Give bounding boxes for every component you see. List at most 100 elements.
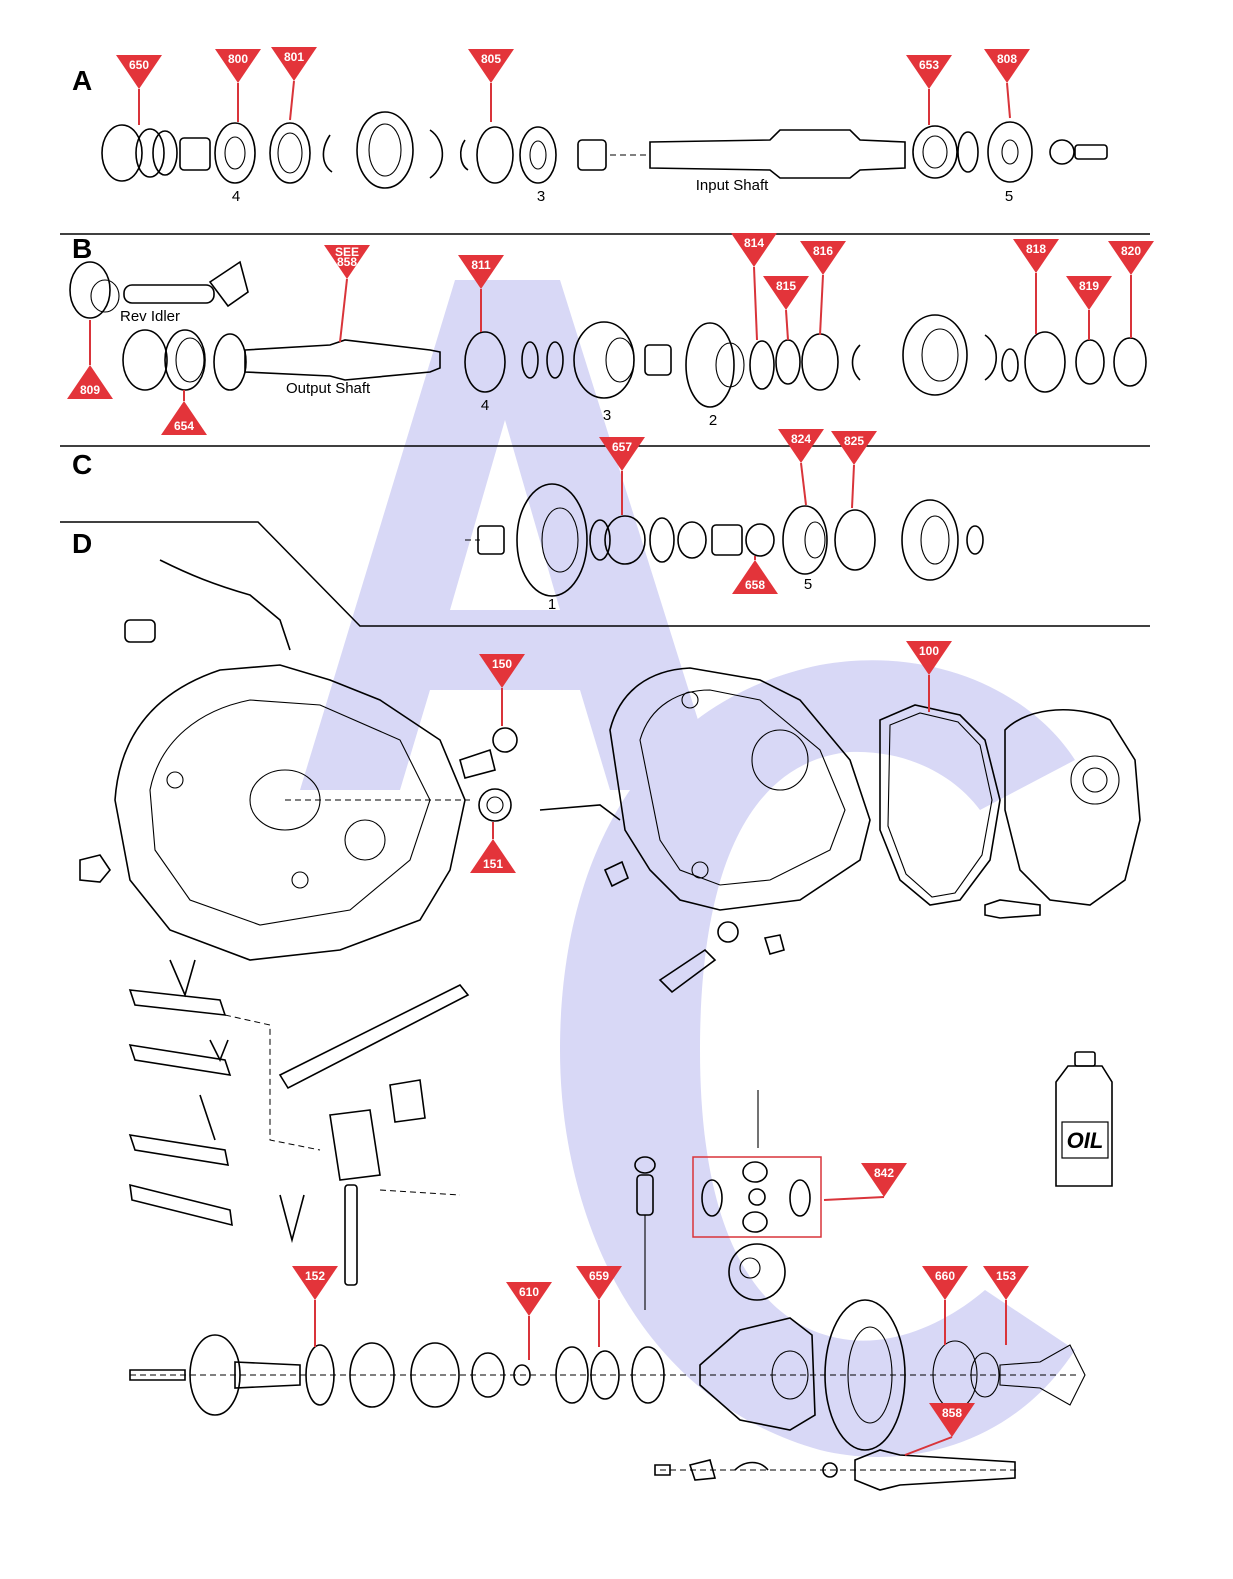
callout-marker-654: [161, 401, 207, 435]
section-letter-b: B: [72, 233, 92, 264]
callout-text-808: 808: [997, 52, 1017, 66]
callout-marker-658: [732, 560, 778, 594]
callout-text-653: 653: [919, 58, 939, 72]
callout-653: 653: [906, 55, 952, 125]
callout-marker-150: [479, 654, 525, 688]
callout-leader-801: [289, 80, 295, 121]
gear-number-a-4: 4: [232, 188, 240, 205]
callout-152: 152: [292, 1266, 338, 1347]
callout-marker-811: [458, 255, 504, 289]
callout-marker-650: [116, 55, 162, 89]
callout-leader-808: [1006, 82, 1011, 119]
callout-text-805: 805: [481, 52, 501, 66]
callout-marker-151: [470, 839, 516, 873]
gear-number-b-2: 2: [709, 412, 717, 429]
callout-marker-610: [506, 1282, 552, 1316]
section-dividers: [60, 233, 1150, 627]
input-shaft-label: Input Shaft: [696, 177, 769, 194]
shift-fork-assembly: [128, 959, 470, 1286]
callout-text-820: 820: [1121, 244, 1141, 258]
callout-819: 819: [1066, 276, 1112, 340]
gear-number-c-1: 1: [548, 596, 556, 613]
callout-marker-814: [731, 233, 777, 267]
callout-marker-see858: [324, 245, 370, 279]
callout-marker-816: [800, 241, 846, 275]
callout-text-809: 809: [80, 383, 100, 397]
callout-text-818: 818: [1026, 242, 1046, 256]
callout-marker-818: [1013, 239, 1059, 273]
oil-label: OIL: [1067, 1128, 1104, 1153]
callout-marker-805: [468, 49, 514, 83]
callout-658: 658: [732, 556, 778, 594]
callout-100: 100: [906, 641, 952, 712]
callout-leader-824: [800, 462, 807, 506]
callout-818: 818: [1013, 239, 1059, 334]
gear-number-c-5: 5: [804, 576, 812, 593]
first-fifth-gear-assembly: [465, 483, 984, 597]
callout-leader-825: [851, 464, 855, 509]
callout-820: 820: [1108, 241, 1154, 338]
callout-text-659: 659: [589, 1269, 609, 1283]
callout-marker-800: [215, 49, 261, 83]
callout-marker-653: [906, 55, 952, 89]
callout-marker-825: [831, 431, 877, 465]
callout-text-819: 819: [1079, 279, 1099, 293]
callout-text-650: 650: [129, 58, 149, 72]
gearbox-housing: [539, 667, 871, 994]
callout-text-152: 152: [305, 1269, 325, 1283]
callout-leader-858: [904, 1436, 953, 1456]
callout-808: 808: [984, 49, 1030, 119]
callout-text-801: 801: [284, 50, 304, 64]
callout-text-858: 858: [942, 1406, 962, 1420]
rev-idler-label: Rev Idler: [120, 308, 180, 325]
callout-150: 150: [479, 654, 525, 726]
section-letter-a: A: [72, 65, 92, 96]
differential-assembly: [129, 1090, 1086, 1491]
callout-610: 610: [506, 1282, 552, 1360]
rear-cover-gasket: [879, 704, 1001, 906]
gear-number-a-3: 3: [537, 188, 545, 205]
callout-marker-657: [599, 437, 645, 471]
callout-leader-see858: [339, 278, 348, 343]
output-shaft-assembly: [69, 260, 1147, 408]
differential-gears-box: [692, 1156, 822, 1238]
callout-marker-842: [861, 1163, 907, 1197]
output-shaft-label: Output Shaft: [286, 380, 371, 397]
callout-marker-152: [292, 1266, 338, 1300]
callout-text-814: 814: [744, 236, 764, 250]
callout-151: 151: [470, 822, 516, 873]
callout-marker-808: [984, 49, 1030, 83]
callout-text-610: 610: [519, 1285, 539, 1299]
callout-text-811: 811: [471, 258, 491, 272]
callout-805: 805: [468, 49, 514, 122]
callout-824: 824: [778, 429, 824, 506]
callout-816: 816: [800, 241, 846, 336]
callout-text-660: 660: [935, 1269, 955, 1283]
callout-leader-814: [753, 266, 758, 341]
callout-marker-815: [763, 276, 809, 310]
callout-814: 814: [731, 233, 777, 341]
callout-leader-816: [819, 274, 824, 336]
callout-marker-153: [983, 1266, 1029, 1300]
callout-660: 660: [922, 1266, 968, 1345]
callout-811: 811: [458, 255, 504, 332]
callout-marker-801: [271, 47, 317, 81]
callout-text-151: 151: [483, 857, 503, 871]
section-letter-c: C: [72, 449, 92, 480]
main-transmission-case: [79, 559, 518, 961]
callout-815: 815: [763, 276, 809, 341]
callout-text-100: 100: [919, 644, 939, 658]
callout-text-815: 815: [776, 279, 796, 293]
callout-text-654: 654: [174, 419, 194, 433]
callout-801: 801: [271, 47, 317, 121]
callout-650: 650: [116, 55, 162, 125]
gear-number-a-5: 5: [1005, 188, 1013, 205]
callout-842: 842: [823, 1163, 907, 1201]
callout-654: 654: [161, 390, 207, 435]
callout-marker-819: [1066, 276, 1112, 310]
callout-659: 659: [576, 1266, 622, 1347]
